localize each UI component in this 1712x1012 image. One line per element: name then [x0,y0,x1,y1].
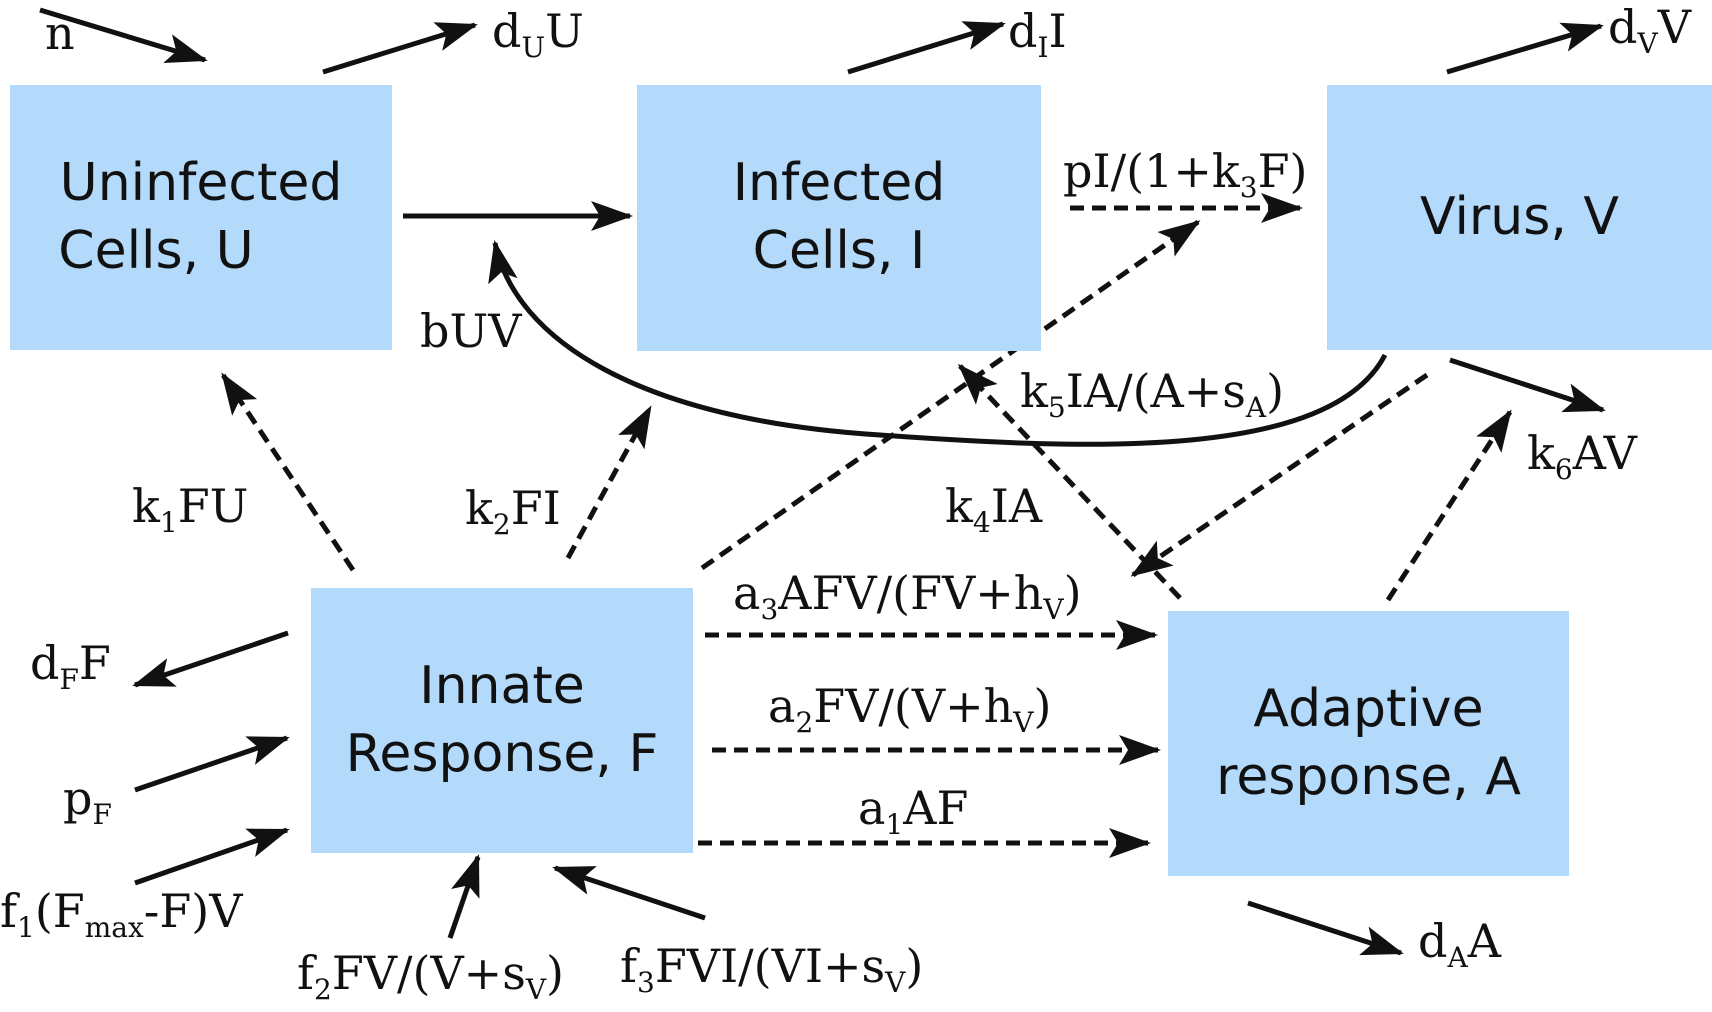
uninfected-line1: Uninfected [59,152,343,213]
infected-line2: Cells, I [752,221,926,281]
label-dA: dAA [1418,914,1501,974]
label-a1: a1AF [858,781,969,841]
uninfected-cells-box: Uninfected Cells, U [10,85,392,350]
label-k6: k6AV [1527,426,1637,486]
label-a3: a3AFV/(FV+hV) [733,566,1082,626]
innate-response-box: Innate Response, F [311,588,693,853]
arrow-dF [132,630,289,688]
adaptive-response-box: Adaptive response, A [1168,611,1569,876]
arrow-k6-effect [1385,409,1513,602]
arrow-k2-effect [565,405,653,560]
virus-box: Virus, V [1327,85,1712,350]
arrow-dV [1446,22,1604,75]
adaptive-line1: Adaptive [1253,678,1484,739]
label-k2: k2FI [465,481,561,541]
arrow-bUV-curve [488,240,1388,447]
arrow-dA [1247,900,1404,956]
label-dI: dII [1008,4,1067,64]
arrow-k3-effect [700,219,1201,571]
label-virus-production: pI/(1+k3F) [1063,144,1308,204]
adaptive-line2: response, A [1216,746,1521,807]
label-bUV: bUV [420,304,522,358]
label-f2: f2FV/(V+sV) [297,946,564,1006]
arrow-k1-effect [220,372,356,572]
label-k5: k5IA/(A+sA) [1020,364,1285,424]
arrow-f2 [447,854,481,939]
virus-line1: Virus, V [1420,186,1619,247]
arrow-pF [134,735,290,793]
label-n: n [45,6,75,60]
arrow-virus-to-adaptive [1130,372,1429,578]
uninfected-line2: Cells, U [58,220,254,281]
label-f3: f3FVI/(VI+sV) [620,939,924,999]
arrow-k6 [1449,357,1606,413]
label-dF: dFF [30,636,111,696]
label-dV: dVV [1608,0,1691,60]
label-pF: pF [63,771,112,831]
infected-line1: Infected [732,153,946,214]
arrow-dU [322,22,478,75]
innate-line1: Innate [419,655,585,716]
arrow-f1 [134,827,290,886]
label-dU: dUU [492,4,584,64]
label-f1: f1(Fmax-F)V [0,884,243,944]
label-a2: a2FV/(V+hV) [768,679,1052,739]
arrow-f3 [552,865,706,921]
infected-cells-box: Infected Cells, I [637,85,1041,351]
label-k4: k4IA [945,479,1043,539]
arrow-dI [847,21,1006,75]
label-k1: k1FU [132,479,249,539]
arrow-n-inflow [39,7,208,64]
innate-line2: Response, F [345,723,659,784]
